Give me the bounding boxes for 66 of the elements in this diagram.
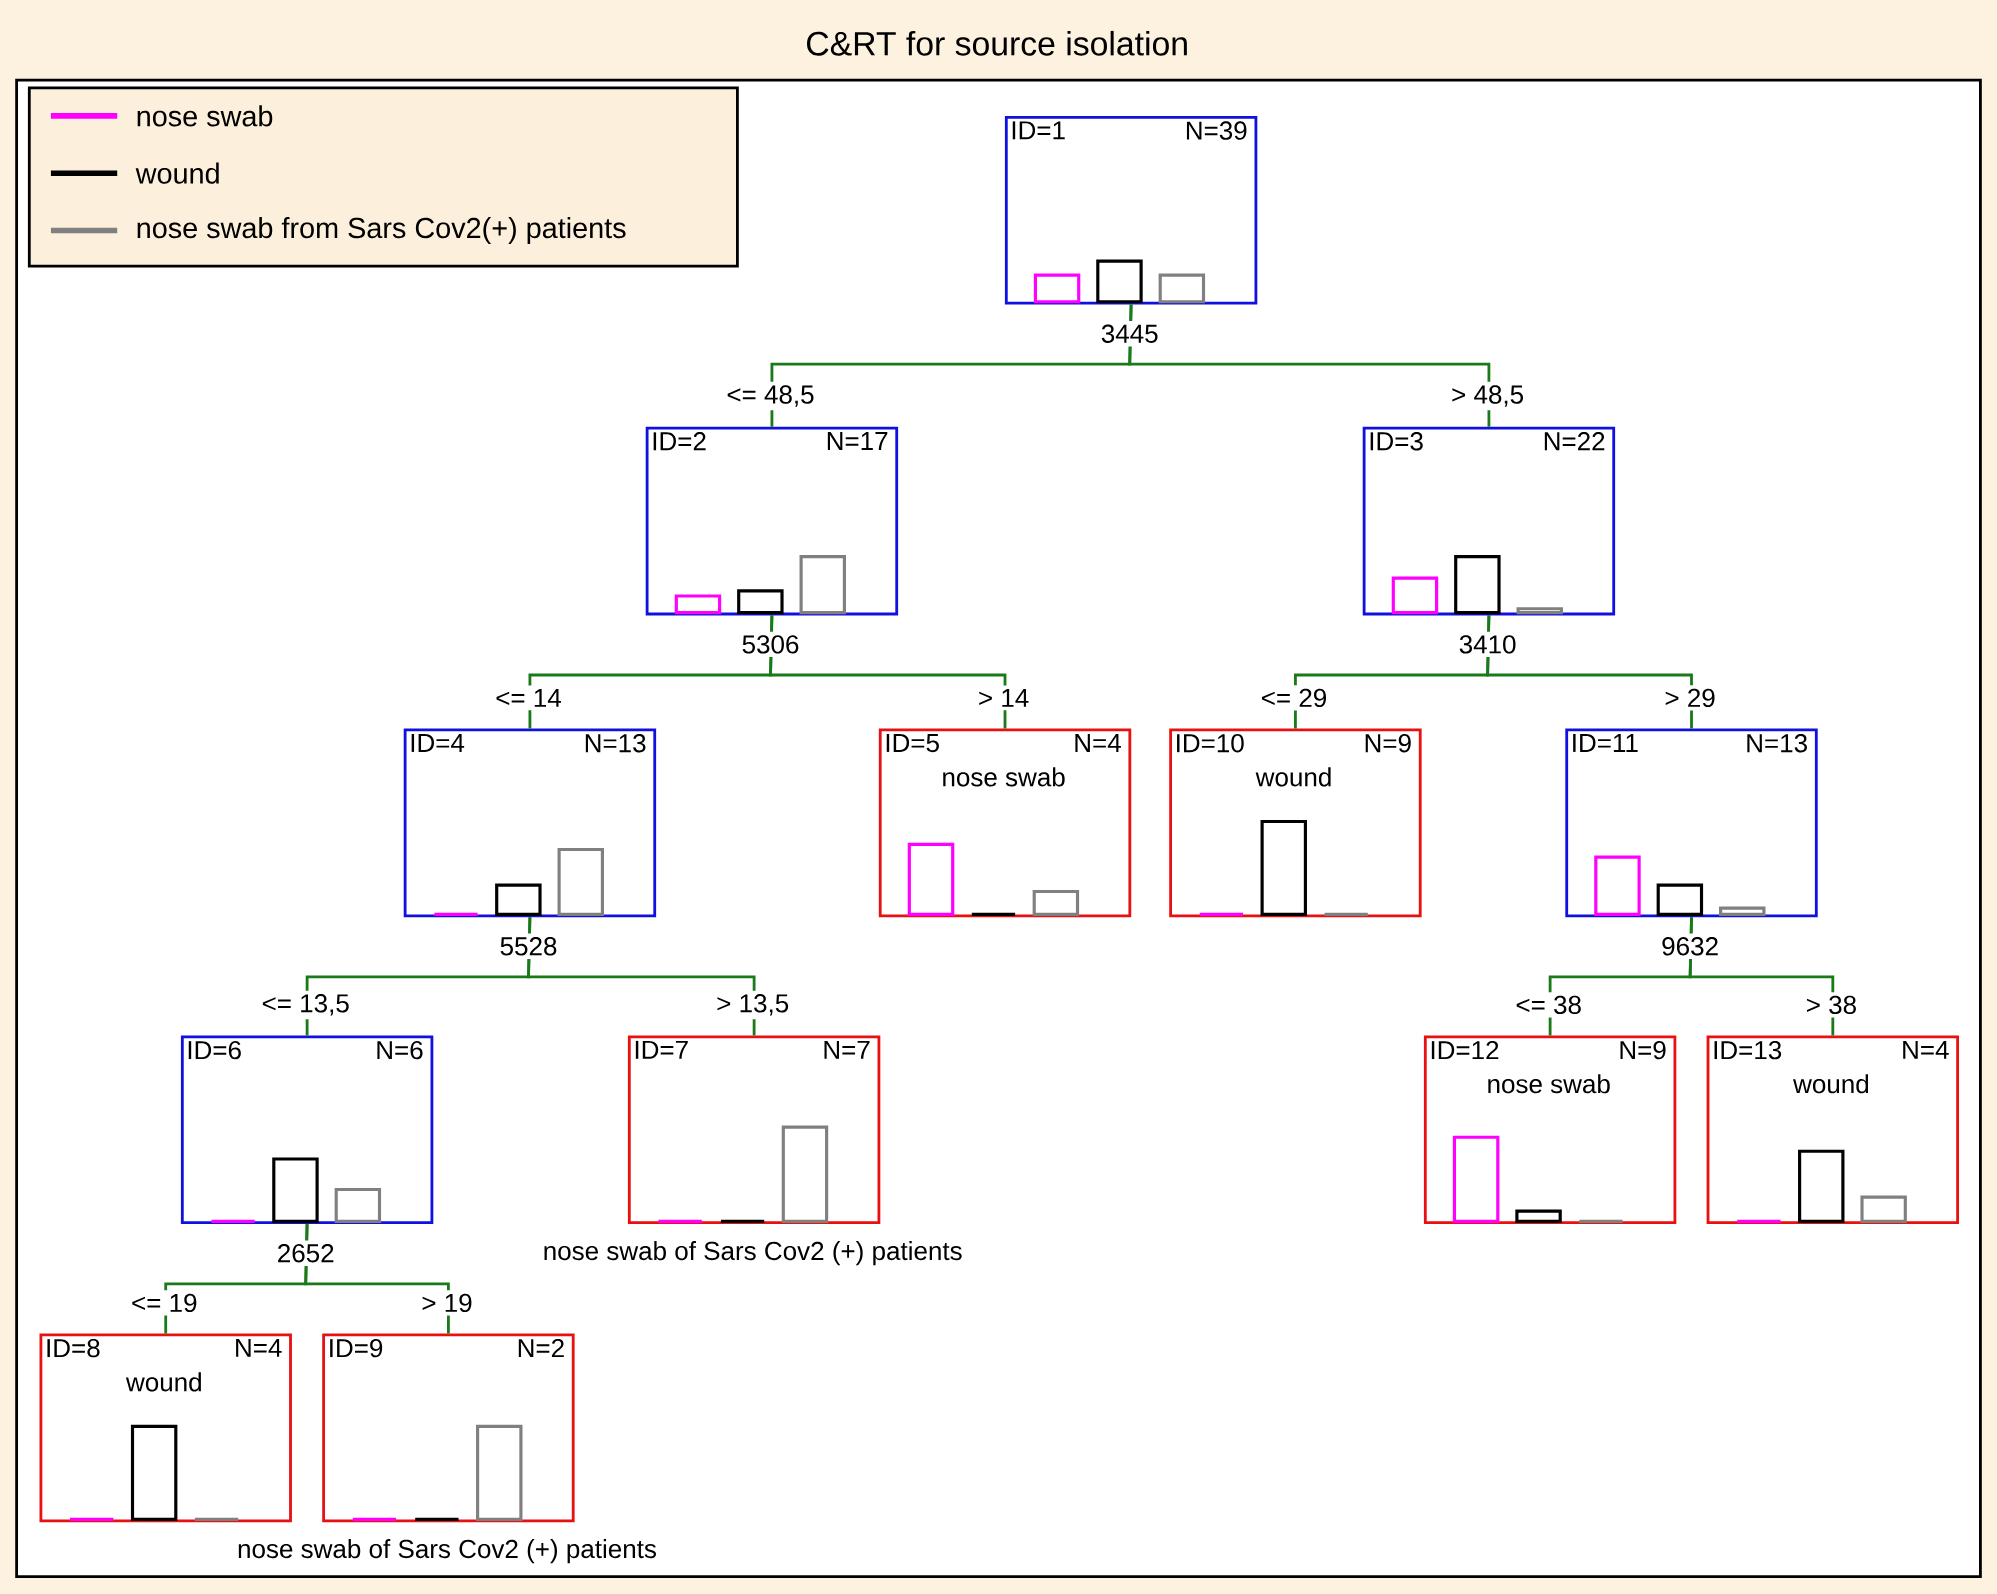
node-label: ID=11 <box>1573 733 1638 752</box>
node-box: ID=8 N=4 wound <box>39 1333 292 1522</box>
node-label: N=4 <box>236 1338 282 1357</box>
legend-label: nose swab from Sars Cov2(+) patients <box>137 216 626 244</box>
split-value: 5306 <box>738 631 803 657</box>
node-label: ID=12 <box>1431 1040 1499 1059</box>
node-label: ID=13 <box>1714 1040 1782 1060</box>
node-box: ID=7 N=7 <box>627 1035 881 1224</box>
node-label: wound <box>125 1372 201 1392</box>
node-box: ID=12 N=9 nose swab <box>1423 1035 1677 1224</box>
node-label: ID=6 <box>188 1040 241 1060</box>
split-value: 3445 <box>1097 320 1163 347</box>
edge-label: <= 19 <box>127 1289 202 1316</box>
node-label: N=13 <box>585 733 646 753</box>
node-label: N=6 <box>377 1040 423 1060</box>
split-value: 3410 <box>1455 631 1521 657</box>
node-label: nose swab <box>943 767 1065 787</box>
node-box: ID=3 N=22 <box>1362 426 1616 616</box>
node-label: N=22 <box>1544 431 1605 451</box>
node-label: wound <box>1793 1074 1869 1094</box>
edge-label: <= 29 <box>1257 684 1331 711</box>
legend-label: wound <box>135 162 219 184</box>
node-box: ID=1 N=39 <box>1004 115 1258 305</box>
node-box: ID=5 N=4 nose swab <box>878 728 1132 917</box>
edge-label: > 48,5 <box>1447 381 1528 411</box>
node-label: ID=8 <box>47 1338 100 1358</box>
node-label: wound <box>1255 767 1331 787</box>
node-label: ID=4 <box>411 733 465 752</box>
edge-label: > 13,5 <box>712 990 793 1019</box>
node-label: nose swab <box>1488 1074 1610 1094</box>
node-label: N=4 <box>1075 733 1121 752</box>
edge-label: > 14 <box>974 685 1033 711</box>
node-box: ID=9 N=2 <box>322 1333 575 1522</box>
node-label: ID=3 <box>1370 431 1423 451</box>
class-caption: nose swab of Sars Cov2 (+) patients <box>539 1237 967 1269</box>
edge-label: <= 13,5 <box>258 990 354 1019</box>
node-box: ID=4 N=13 <box>403 728 657 917</box>
node-box: ID=6 N=6 <box>180 1035 434 1224</box>
node-box: ID=2 N=17 <box>645 426 899 616</box>
node-box: ID=13 N=4 wound <box>1706 1035 1960 1224</box>
node-label: N=17 <box>827 431 888 450</box>
node-label: ID=5 <box>886 733 939 752</box>
class-caption: nose swab of Sars Cov2 (+) patients <box>233 1535 661 1567</box>
edge-label: <= 14 <box>491 685 566 711</box>
edge-label: <= 38 <box>1511 991 1586 1018</box>
node-box: ID=10 N=9 wound <box>1169 728 1422 917</box>
node-box: ID=11 N=13 <box>1565 728 1818 917</box>
tree-connector <box>1128 304 1491 427</box>
legend-label: nose swab <box>137 105 273 127</box>
split-value: 2652 <box>273 1240 339 1266</box>
node-label: N=7 <box>824 1040 870 1059</box>
split-value: 5528 <box>496 933 561 959</box>
edge-label: <= 48,5 <box>722 381 819 411</box>
title: C&RT for source isolation <box>807 30 1187 56</box>
node-label: ID=9 <box>330 1338 383 1358</box>
node-label: ID=7 <box>635 1040 688 1059</box>
node-label: ID=1 <box>1012 121 1065 140</box>
node-label: N=4 <box>1903 1040 1949 1059</box>
node-label: N=9 <box>1365 733 1411 753</box>
node-label: N=13 <box>1747 733 1807 753</box>
node-label: N=2 <box>518 1338 564 1357</box>
edge-label: > 38 <box>1802 991 1861 1018</box>
node-label: N=39 <box>1186 121 1247 140</box>
node-label: N=9 <box>1620 1040 1666 1060</box>
node-label: ID=2 <box>653 431 706 451</box>
node-label: ID=10 <box>1177 733 1244 753</box>
